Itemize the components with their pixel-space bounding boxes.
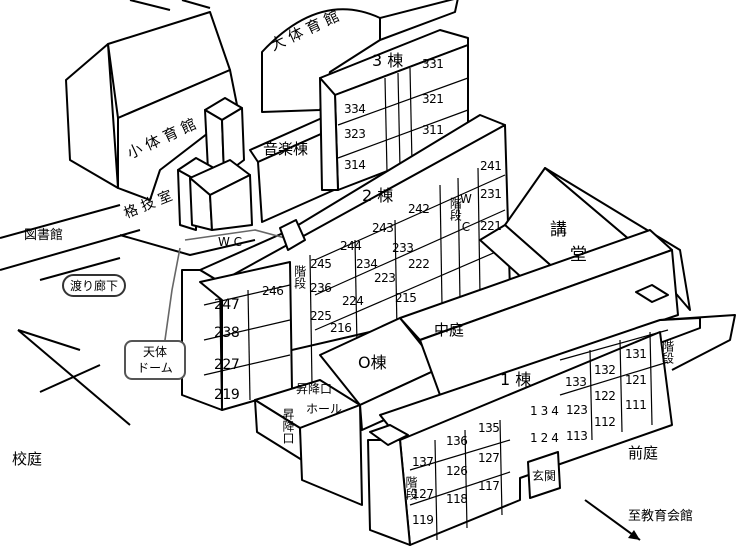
room-231: 231 xyxy=(480,187,502,201)
room-136: 136 xyxy=(446,434,468,448)
room-247: 247 xyxy=(214,297,240,313)
room-122: 122 xyxy=(594,389,616,403)
room-243: 243 xyxy=(372,221,394,235)
room-134: 134 xyxy=(530,404,562,418)
room-238: 238 xyxy=(214,325,240,341)
room-311: 311 xyxy=(422,123,444,137)
auditorium-label-1: 講 xyxy=(550,220,567,240)
room-216: 216 xyxy=(330,321,352,335)
room-222: 222 xyxy=(408,257,430,271)
building-1 xyxy=(367,229,736,546)
stairs-label-2b: 階段 xyxy=(448,197,463,221)
library-label: 図書館 xyxy=(24,228,64,243)
room-331: 331 xyxy=(422,57,444,71)
schoolyard-arrows xyxy=(17,329,641,541)
wc-label-1: W C xyxy=(218,235,243,249)
room-233: 233 xyxy=(392,241,414,255)
observatory-dome-label: 天体 ドーム xyxy=(124,340,186,380)
side-entrance-label: 昇降口 xyxy=(281,408,295,444)
room-131: 131 xyxy=(625,347,647,361)
walkway-lines xyxy=(159,219,306,361)
music-building-label: 音楽棟 xyxy=(263,140,309,158)
room-334: 334 xyxy=(344,102,366,116)
entrance-hall-label-2: ホール xyxy=(306,402,343,416)
room-127-left: 127 xyxy=(412,487,434,501)
room-221: 221 xyxy=(480,219,502,233)
room-127-right: 127 xyxy=(478,451,500,465)
room-223: 223 xyxy=(374,271,396,285)
room-245: 245 xyxy=(310,257,332,271)
building-3 xyxy=(319,29,469,191)
room-225: 225 xyxy=(310,309,332,323)
walkway-label: 渡り廊下 xyxy=(62,274,127,297)
towers xyxy=(177,97,253,231)
room-236: 236 xyxy=(310,281,332,295)
room-224: 224 xyxy=(342,294,364,308)
room-123: 123 xyxy=(566,403,588,417)
room-241: 241 xyxy=(480,159,502,173)
room-124: 124 xyxy=(530,431,562,445)
room-215: 215 xyxy=(395,291,417,305)
stairs-label-1b: 階段 xyxy=(404,476,418,500)
front-entrance-label: 玄関 xyxy=(532,469,557,483)
room-117: 117 xyxy=(478,479,500,493)
room-126: 126 xyxy=(446,464,468,478)
building-0-label: O棟 xyxy=(358,353,387,372)
front-garden-label: 前庭 xyxy=(628,444,659,462)
room-242: 242 xyxy=(408,202,430,216)
wc-label-2: W C xyxy=(460,192,472,234)
building-1-label: 1 棟 xyxy=(500,370,532,389)
small-gym-building xyxy=(65,11,239,201)
building-2 xyxy=(181,114,511,411)
observatory-dome-text: 天体 ドーム xyxy=(137,345,173,375)
room-244: 244 xyxy=(340,239,362,253)
room-135: 135 xyxy=(478,421,500,435)
schoolyard-label: 校庭 xyxy=(12,450,43,468)
room-246: 246 xyxy=(262,284,284,298)
room-323: 323 xyxy=(344,127,366,141)
stairs-label-2a: 階段 xyxy=(292,265,307,289)
room-227: 227 xyxy=(214,357,240,373)
room-118: 118 xyxy=(446,492,468,506)
room-121: 121 xyxy=(625,373,647,387)
room-111: 111 xyxy=(625,398,647,412)
room-314: 314 xyxy=(344,158,366,172)
courtyard-label: 中庭 xyxy=(434,321,465,339)
entrance-hall-label-1: 昇降口 xyxy=(296,382,333,396)
room-113: 113 xyxy=(566,429,588,443)
to-education-hall-label: 至教育会館 xyxy=(628,509,694,524)
road-lines xyxy=(0,0,256,281)
building-2-label: 2 棟 xyxy=(362,186,394,205)
room-119: 119 xyxy=(412,513,434,527)
auditorium-label-2: 堂 xyxy=(570,245,587,265)
room-137: 137 xyxy=(412,455,434,469)
room-234: 234 xyxy=(356,257,378,271)
large-gym-building xyxy=(261,0,459,113)
room-132: 132 xyxy=(594,363,616,377)
room-321: 321 xyxy=(422,92,444,106)
room-219: 219 xyxy=(214,387,240,403)
stairs-label-1a: 階段 xyxy=(660,340,675,364)
room-112: 112 xyxy=(594,415,616,429)
room-133: 133 xyxy=(565,375,587,389)
building-3-label: 3 棟 xyxy=(372,51,404,70)
